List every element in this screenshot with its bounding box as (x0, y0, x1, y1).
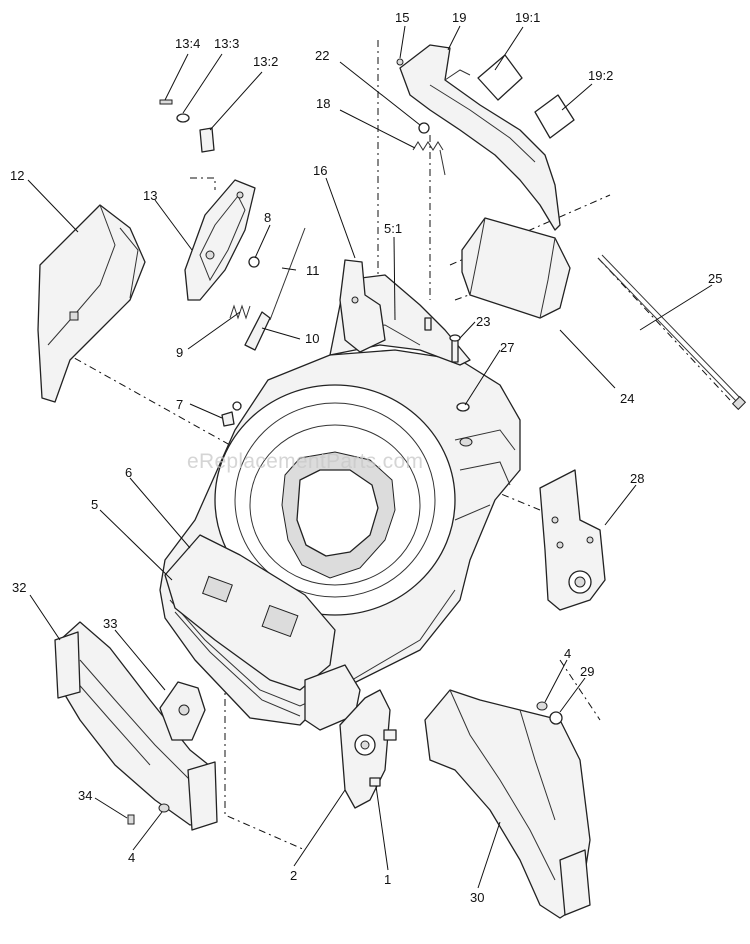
callout-10: 10 (305, 331, 319, 346)
callout-19-2: 19:2 (588, 68, 613, 83)
callout-16: 16 (313, 163, 327, 178)
callout-34: 34 (78, 788, 92, 803)
callout-4-front: 4 (128, 850, 135, 865)
callout-11: 11 (306, 263, 320, 278)
height-adjust-bracket (159, 99, 306, 427)
callout-2: 2 (290, 868, 297, 883)
callout-15: 15 (395, 10, 409, 25)
callout-32: 32 (12, 580, 26, 595)
callout-4-rear: 4 (564, 646, 571, 661)
callout-13-2: 13:2 (253, 54, 278, 69)
callout-24: 24 (620, 391, 634, 406)
callout-1: 1 (384, 872, 391, 887)
callout-25: 25 (708, 271, 722, 286)
callout-19: 19 (452, 10, 466, 25)
callout-9: 9 (176, 345, 183, 360)
callout-29: 29 (580, 664, 594, 679)
callout-18: 18 (316, 96, 330, 111)
rear-guard (424, 689, 591, 919)
watermark: eReplacementParts.com (187, 450, 423, 473)
axle-rod (597, 254, 747, 411)
front-cover (37, 204, 146, 403)
rear-wheel-bracket (539, 469, 606, 611)
callout-19-1: 19:1 (515, 10, 540, 25)
mower-deck (159, 274, 521, 731)
callout-5-1: 5:1 (384, 221, 402, 236)
callout-7: 7 (176, 397, 183, 412)
callout-13: 13 (143, 188, 157, 203)
callout-5: 5 (91, 497, 98, 512)
callout-labels: 13:4 13:3 13:2 15 19 19:1 22 18 19:2 12 … (10, 10, 722, 905)
hardware-small (424, 317, 473, 447)
callout-28: 28 (630, 471, 644, 486)
callout-30: 30 (470, 890, 484, 905)
leader-lines (27, 25, 713, 889)
front-baffle (54, 621, 218, 831)
callout-33: 33 (103, 616, 117, 631)
callout-6: 6 (125, 465, 132, 480)
callout-8: 8 (264, 210, 271, 225)
callout-12: 12 (10, 168, 24, 183)
callout-13-4: 13:4 (175, 36, 200, 51)
callout-27: 27 (500, 340, 514, 355)
grass-chute (461, 217, 571, 319)
front-wheel-bracket (339, 689, 397, 809)
rear-flap-assembly (396, 44, 575, 231)
callout-22: 22 (315, 48, 329, 63)
callout-13-3: 13:3 (214, 36, 239, 51)
callout-23: 23 (476, 314, 490, 329)
handle-bracket (339, 259, 386, 353)
